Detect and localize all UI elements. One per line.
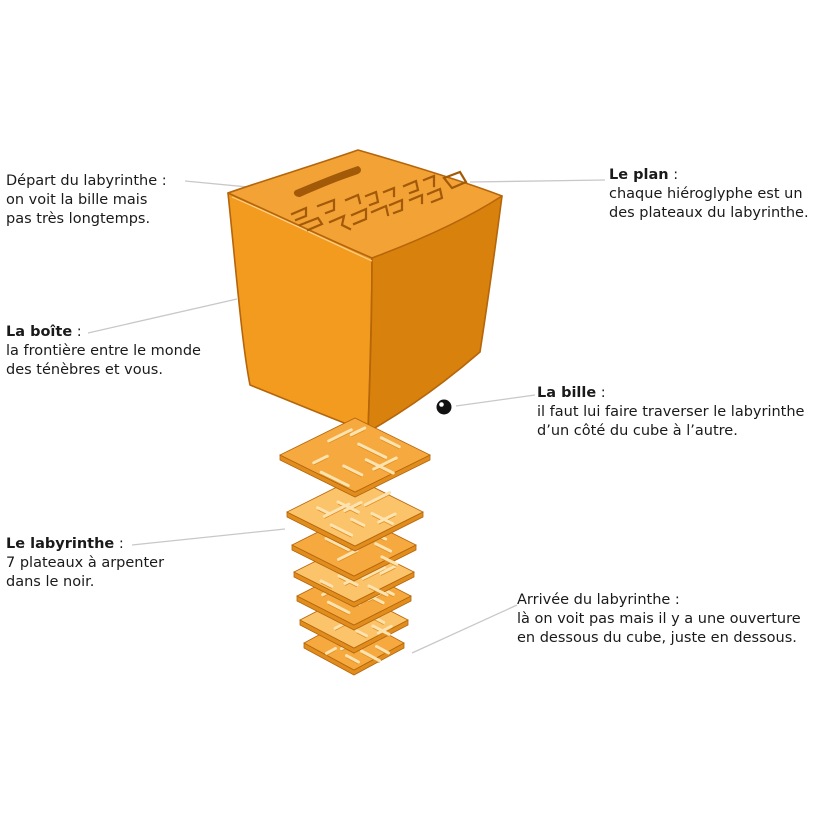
leader-line-plan bbox=[470, 180, 605, 182]
annotation-arrivee-title: Arrivée du labyrinthe : bbox=[517, 591, 801, 610]
annotation-bille-line-2: d’un côté du cube à l’autre. bbox=[537, 422, 804, 441]
annotation-plan-title: Le plan bbox=[609, 167, 669, 183]
annotation-plan-line-1: chaque hiéroglyphe est un bbox=[609, 185, 809, 204]
annotation-arrivee-line-2: en dessous du cube, juste en dessous. bbox=[517, 629, 801, 648]
ball bbox=[437, 400, 452, 415]
annotation-boite-title: La boîte bbox=[6, 324, 72, 340]
annotation-labyrinthe: Le labyrinthe : 7 plateaux à arpenter da… bbox=[6, 535, 164, 592]
annotation-labyrinthe-suffix: : bbox=[114, 536, 124, 552]
annotation-plan: Le plan : chaque hiéroglyphe est un des … bbox=[609, 166, 809, 223]
annotation-bille-heading: La bille : bbox=[537, 384, 804, 403]
annotation-boite-line-1: la frontière entre le monde bbox=[6, 342, 201, 361]
annotation-depart: Départ du labyrinthe : on voit la bille … bbox=[6, 172, 167, 229]
annotation-depart-line-2: pas très longtemps. bbox=[6, 210, 167, 229]
labyrinth-plate-1 bbox=[280, 418, 430, 497]
leader-line-arrivee bbox=[412, 605, 517, 653]
annotation-boite-suffix: : bbox=[72, 324, 82, 340]
annotation-boite-heading: La boîte : bbox=[6, 323, 201, 342]
annotation-boite: La boîte : la frontière entre le monde d… bbox=[6, 323, 201, 380]
annotation-arrivee: Arrivée du labyrinthe : là on voit pas m… bbox=[517, 591, 801, 648]
annotation-bille-title: La bille bbox=[537, 385, 596, 401]
annotation-bille: La bille : il faut lui faire traverser l… bbox=[537, 384, 804, 441]
annotation-plan-suffix: : bbox=[669, 167, 679, 183]
annotation-bille-suffix: : bbox=[596, 385, 606, 401]
annotation-labyrinthe-heading: Le labyrinthe : bbox=[6, 535, 164, 554]
annotation-depart-line-1: on voit la bille mais bbox=[6, 191, 167, 210]
annotation-bille-line-1: il faut lui faire traverser le labyrinth… bbox=[537, 403, 804, 422]
cube-box bbox=[228, 150, 502, 432]
annotation-labyrinthe-line-2: dans le noir. bbox=[6, 573, 164, 592]
annotation-plan-heading: Le plan : bbox=[609, 166, 809, 185]
annotation-plan-line-2: des plateaux du labyrinthe. bbox=[609, 204, 809, 223]
annotation-depart-title: Départ du labyrinthe : bbox=[6, 172, 167, 191]
leader-line-bille bbox=[456, 395, 535, 406]
annotation-arrivee-line-1: là on voit pas mais il y a une ouverture bbox=[517, 610, 801, 629]
annotation-labyrinthe-line-1: 7 plateaux à arpenter bbox=[6, 554, 164, 573]
annotation-labyrinthe-title: Le labyrinthe bbox=[6, 536, 114, 552]
labyrinth-plates bbox=[280, 418, 430, 675]
annotation-boite-line-2: des ténèbres et vous. bbox=[6, 361, 201, 380]
